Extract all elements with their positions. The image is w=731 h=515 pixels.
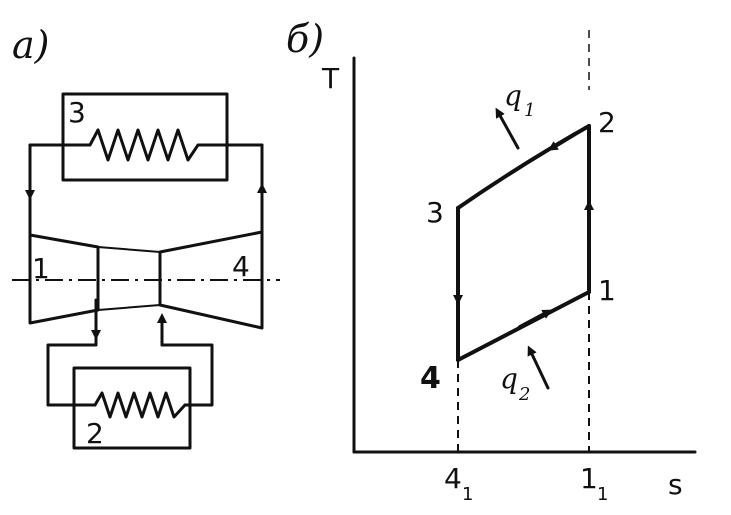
tick-4-label: 4	[444, 462, 462, 495]
heat-in-arrow	[495, 107, 520, 150]
panel-b-label: б)	[286, 17, 324, 61]
tick-1-label: 1	[580, 462, 598, 495]
point-4-label: 4	[420, 361, 441, 396]
point-2-label: 2	[598, 106, 616, 139]
axes	[352, 56, 697, 454]
cooler-box: 2	[72, 366, 192, 450]
shaft-body	[97, 246, 161, 311]
panel-a-label: а)	[12, 23, 49, 67]
compressor-label: 1	[32, 252, 50, 285]
heater-coil-icon	[28, 128, 264, 162]
projection-lines	[457, 30, 590, 452]
cooler-label: 2	[86, 417, 104, 450]
heat-out-label: q	[500, 362, 518, 395]
heater-label: 3	[68, 96, 86, 129]
tick-1-subscript: 1	[597, 484, 608, 505]
flow-lines-bottom	[46, 298, 214, 407]
cooler-coil-icon	[93, 391, 187, 419]
point-3-label: 3	[426, 196, 444, 229]
heat-out-subscript: 2	[518, 384, 530, 405]
cycle	[453, 124, 594, 362]
tick-4-subscript: 1	[462, 484, 473, 505]
point-1-label: 1	[598, 274, 616, 307]
heat-in-subscript: 1	[524, 100, 535, 121]
heat-in-label: q	[504, 79, 522, 112]
x-axis-label: s	[668, 468, 683, 501]
heat-out-arrow	[527, 345, 550, 390]
turbine-label: 4	[232, 250, 250, 283]
flow-lines-top	[25, 143, 267, 237]
y-axis-label: T	[321, 62, 340, 95]
heater-box: 3	[28, 92, 264, 182]
